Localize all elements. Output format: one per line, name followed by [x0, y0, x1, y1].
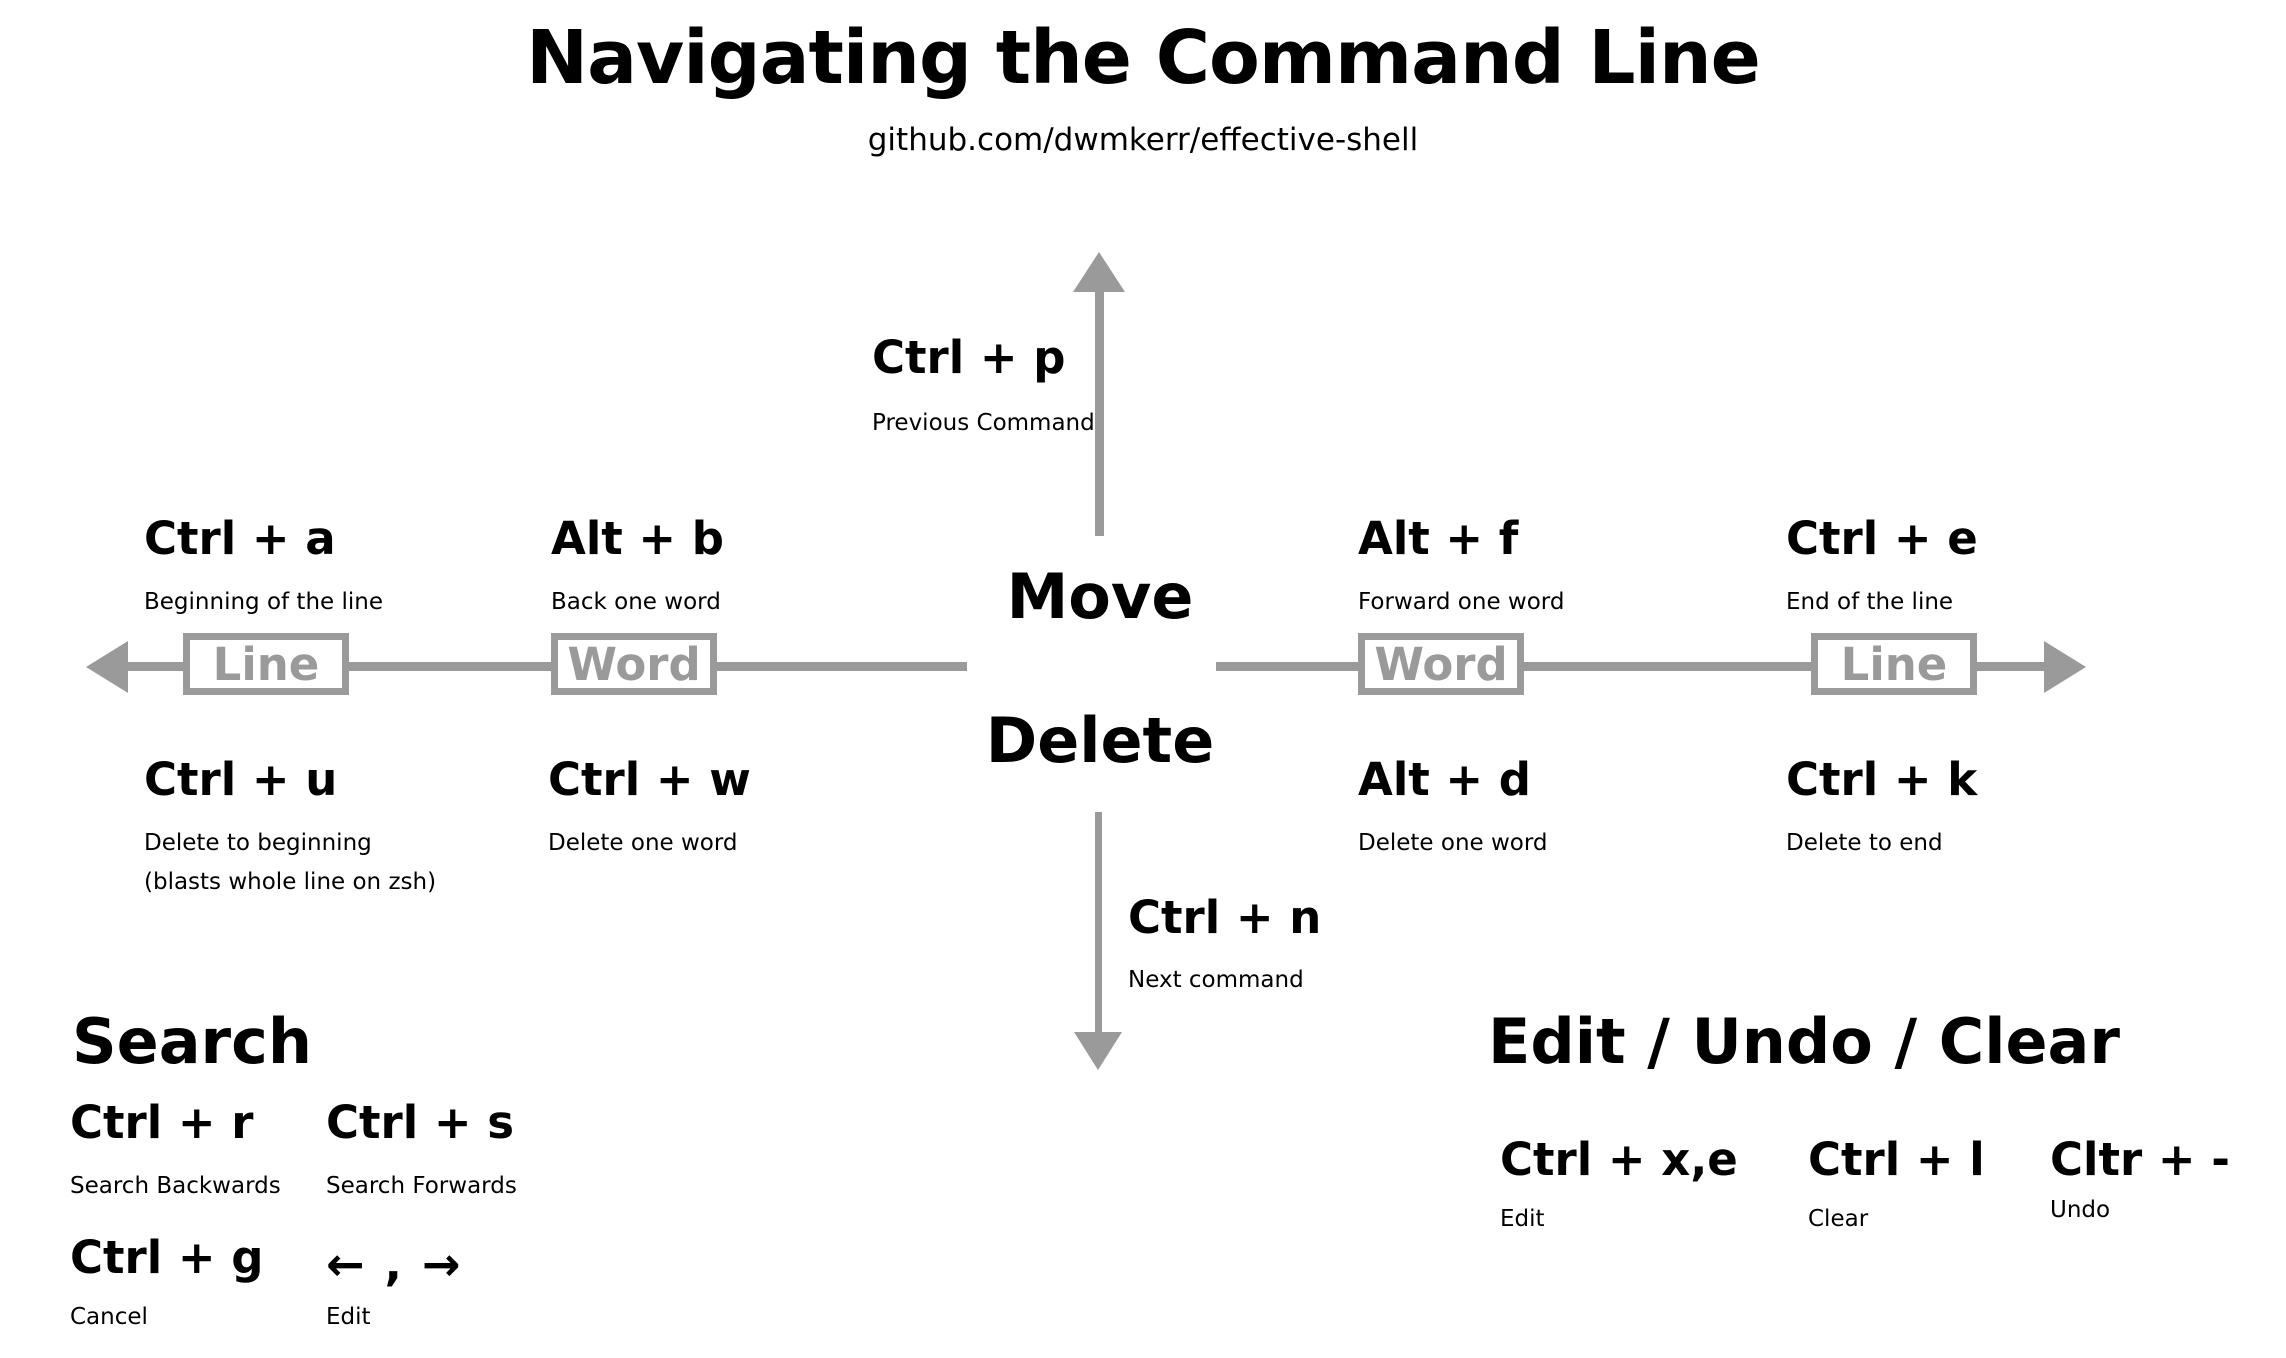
shortcut-combo-cltr-minus: Cltr + -: [2050, 1133, 2230, 1186]
center-label-delete: Delete: [985, 704, 1215, 777]
axis-box-word-right: Word: [1358, 633, 1524, 695]
shortcut-combo-ctrl-l: Ctrl + l: [1808, 1133, 1985, 1186]
shortcut-combo-ctrl-e: Ctrl + e: [1786, 512, 1978, 565]
shortcut-combo-ctrl-n: Ctrl + n: [1128, 891, 1322, 944]
vertical-line-down: [1095, 812, 1102, 1038]
shortcut-desc2-ctrl-u: (blasts whole line on zsh): [144, 869, 437, 895]
shortcut-combo-ctrl-u: Ctrl + u: [144, 753, 338, 806]
shortcut-desc-ctrl-p: Previous Command: [872, 410, 1095, 436]
shortcut-desc-ctrl-n: Next command: [1128, 967, 1304, 993]
shortcut-desc-ctrl-a: Beginning of the line: [144, 589, 383, 615]
axis-line-right-inner: [1216, 662, 1364, 671]
axis-box-line-left: Line: [183, 633, 349, 695]
shortcut-combo-ctrl-k: Ctrl + k: [1786, 753, 1978, 806]
shortcut-combo-ctrl-w: Ctrl + w: [548, 753, 751, 806]
axis-line-right-tip: [1975, 662, 2047, 671]
shortcut-combo-ctrl-a: Ctrl + a: [144, 512, 336, 565]
shortcut-combo-ctrl-p: Ctrl + p: [872, 331, 1066, 384]
arrow-left-icon: [86, 641, 128, 693]
shortcut-desc-ctrl-k: Delete to end: [1786, 830, 1943, 856]
shortcut-desc-ctrl-e: End of the line: [1786, 589, 1954, 615]
shortcut-desc-ctrl-g: Cancel: [70, 1304, 148, 1330]
axis-line-left-tip: [126, 662, 186, 671]
shortcut-combo-alt-f: Alt + f: [1358, 512, 1519, 565]
section-heading-edit-undo-clear: Edit / Undo / Clear: [1488, 1005, 2120, 1078]
arrow-down-icon: [1074, 1032, 1122, 1070]
shortcut-desc-ctrl-r: Search Backwards: [70, 1173, 281, 1199]
center-label-move: Move: [1006, 560, 1194, 633]
shortcut-desc-ctrl-u: Delete to beginning: [144, 830, 372, 856]
section-heading-search: Search: [72, 1005, 313, 1078]
shortcut-combo-ctrl-s: Ctrl + s: [326, 1096, 514, 1149]
shortcut-desc-alt-d: Delete one word: [1358, 830, 1548, 856]
shortcut-desc-alt-b: Back one word: [551, 589, 721, 615]
shortcut-desc-ctrl-s: Search Forwards: [326, 1173, 517, 1199]
shortcut-desc-cltr-minus: Undo: [2050, 1197, 2111, 1223]
shortcut-combo-arrow-keys: ← , →: [326, 1237, 463, 1291]
shortcut-combo-ctrl-x-e: Ctrl + x,e: [1500, 1133, 1738, 1186]
arrow-right-icon: [2044, 641, 2086, 693]
shortcut-combo-alt-d: Alt + d: [1358, 753, 1532, 806]
shortcut-combo-ctrl-g: Ctrl + g: [70, 1231, 264, 1284]
shortcut-desc-ctrl-x-e: Edit: [1500, 1206, 1545, 1232]
shortcut-desc-ctrl-w: Delete one word: [548, 830, 738, 856]
vertical-line-up: [1095, 286, 1104, 536]
page-title: Navigating the Command Line: [526, 15, 1761, 101]
shortcut-desc-alt-f: Forward one word: [1358, 589, 1565, 615]
shortcut-desc-arrow-keys: Edit: [326, 1304, 371, 1330]
axis-line-right-mid: [1522, 662, 1814, 671]
axis-line-left-inner: [715, 662, 967, 671]
shortcut-combo-alt-b: Alt + b: [551, 512, 725, 565]
axis-box-word-left: Word: [551, 633, 717, 695]
shortcut-desc-ctrl-l: Clear: [1808, 1206, 1869, 1232]
arrow-up-icon: [1073, 252, 1125, 292]
axis-line-left-mid: [347, 662, 555, 671]
axis-box-line-right: Line: [1811, 633, 1977, 695]
page-subtitle: github.com/dwmkerr/effective-shell: [867, 122, 1419, 158]
shortcut-combo-ctrl-r: Ctrl + r: [70, 1096, 254, 1149]
